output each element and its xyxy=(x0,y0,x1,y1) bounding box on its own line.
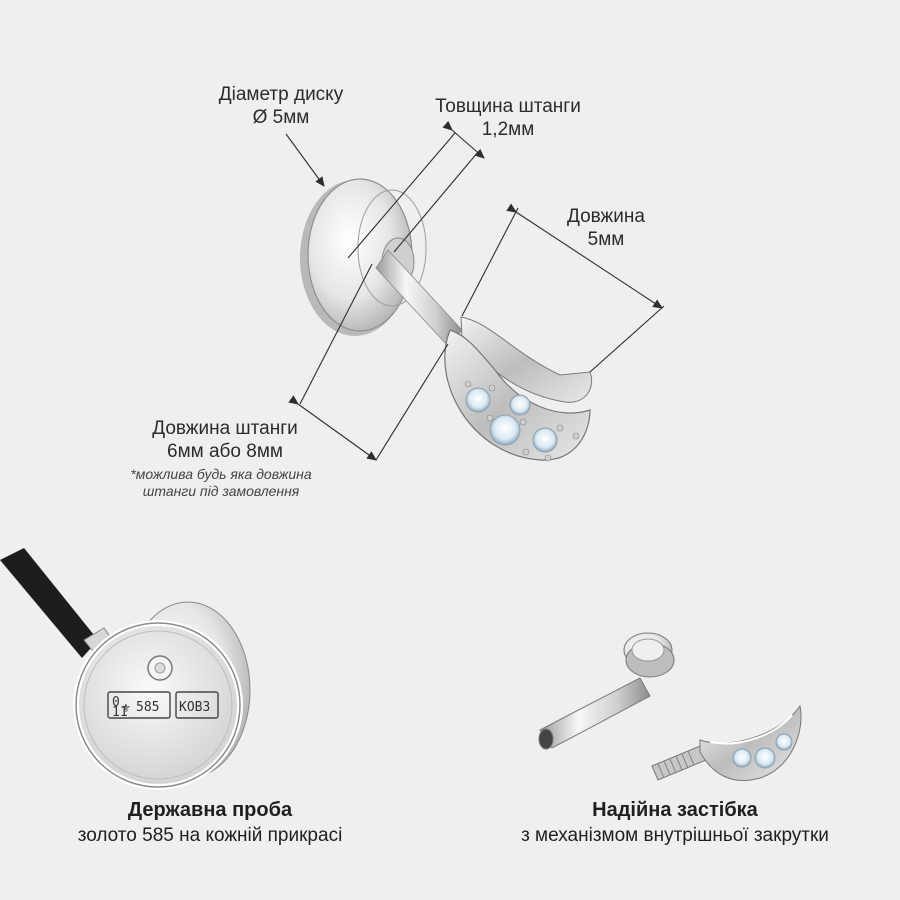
feature-clasp-title: Надійна застібка xyxy=(592,799,758,821)
length-label: Довжина 5мм xyxy=(544,206,668,252)
length-arrow xyxy=(506,203,663,309)
svg-text:0: 0 xyxy=(112,695,120,710)
feature-hallmark: Державна проба золото 585 на кожній прик… xyxy=(20,798,400,848)
feature-hallmark-title: Державна проба xyxy=(127,799,293,821)
hallmark-number: 585 xyxy=(136,700,159,715)
gem xyxy=(754,747,776,769)
gem xyxy=(465,387,491,413)
magnifier-handle xyxy=(0,548,98,658)
bar-length-title: Довжина штанги xyxy=(152,418,298,439)
feature-clasp: Надійна застібка з механізмом внутрішньо… xyxy=(470,798,880,848)
gem xyxy=(732,748,752,768)
disc-diameter-title: Діаметр диску xyxy=(218,84,344,105)
disc-diameter-label: Діаметр диску Ø 5мм xyxy=(190,84,372,130)
disc-diameter-value: Ø 5мм xyxy=(252,106,310,128)
hallmark-detail: 0 11 ⚜ 585 КОВЗ xyxy=(0,548,251,790)
bar-length-value: 6мм або 8мм xyxy=(167,440,283,462)
dimension-lines xyxy=(285,120,665,461)
length-value: 5мм xyxy=(587,228,625,250)
gem xyxy=(489,414,521,446)
gem xyxy=(775,733,793,751)
bar-thickness-value: 1,2мм xyxy=(481,118,535,140)
bar-length-label: Довжина штанги 6мм або 8мм xyxy=(110,418,340,464)
clasp-tube xyxy=(539,677,651,749)
svg-text:11: 11 xyxy=(112,705,128,720)
bar-length-note-line2: штанги під замовлення xyxy=(142,482,300,499)
bar-thickness-arrow xyxy=(442,120,485,159)
bar-length-note-line1: *можлива будь яка довжина xyxy=(130,466,312,482)
bar-length-arrow xyxy=(288,395,377,461)
disc-diameter-arrow xyxy=(285,133,325,187)
maker-code: КОВЗ xyxy=(179,700,210,715)
svg-text:⚜: ⚜ xyxy=(122,701,130,716)
gem xyxy=(532,427,558,453)
gem xyxy=(509,394,531,416)
feature-hallmark-subtitle: золото 585 на кожній прикрасі xyxy=(77,825,343,846)
bar-thickness-title: Товщина штанги xyxy=(435,96,581,117)
length-title: Довжина xyxy=(567,206,645,227)
bar-length-note: *можлива будь яка довжина штанги під зам… xyxy=(96,466,346,500)
clasp-detail xyxy=(538,632,802,781)
clasp-moon xyxy=(699,704,802,781)
feature-clasp-subtitle: з механізмом внутрішньої закрутки xyxy=(521,825,829,846)
bar-thickness-label: Товщина штанги 1,2мм xyxy=(414,96,602,142)
main-earring xyxy=(300,178,592,462)
